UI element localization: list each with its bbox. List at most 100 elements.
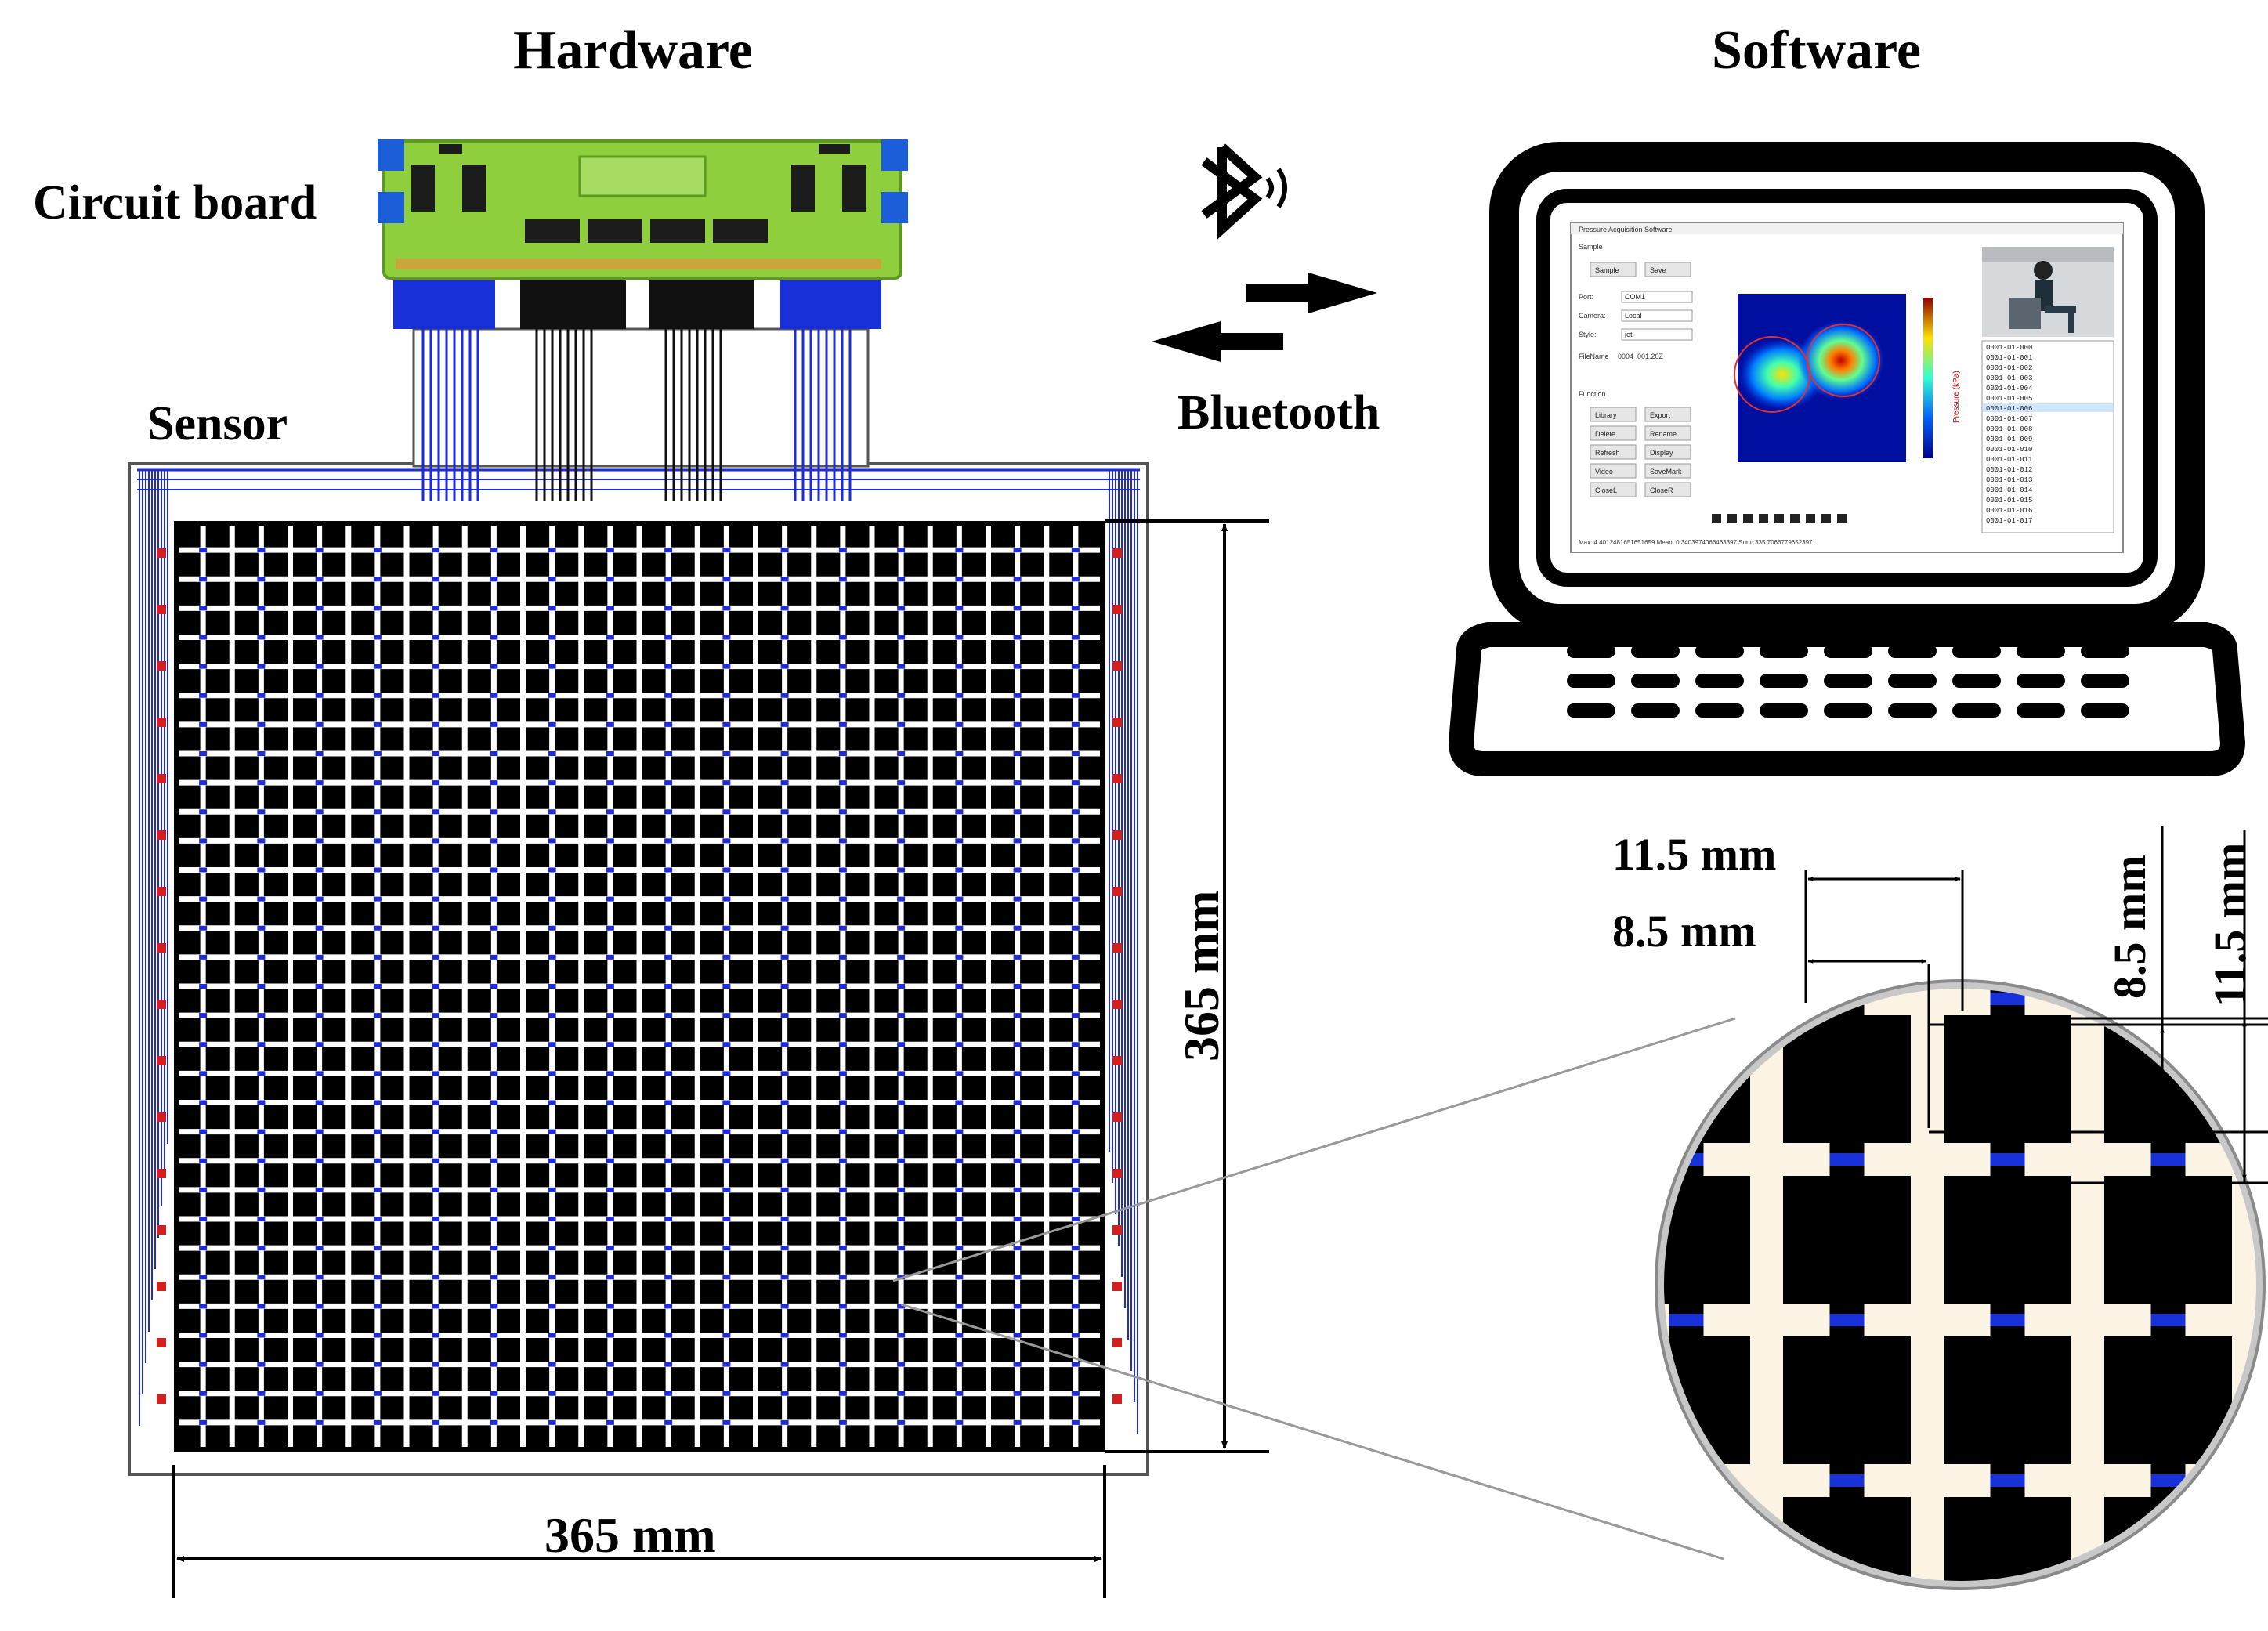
electrode-via (897, 954, 906, 960)
electrode-via (257, 693, 266, 698)
zoom-blue-via (2151, 832, 2186, 844)
pin-label-marker (1112, 661, 1122, 671)
electrode-via (548, 896, 556, 902)
zoom-gap (2150, 987, 2186, 1017)
software-button (1644, 262, 1691, 277)
electrode-via (664, 635, 673, 640)
electrode-via (838, 1013, 847, 1018)
electrode-via (548, 838, 556, 844)
electrode-via (955, 1013, 964, 1018)
zoom-row-electrode (1645, 1625, 2268, 1631)
electrode-via (722, 1304, 731, 1309)
electrode-via (838, 577, 847, 582)
keyboard-key (1567, 703, 1615, 718)
electrode-via (1071, 606, 1080, 611)
zoom-blue-via (1669, 1474, 1704, 1487)
electrode-via (838, 1158, 847, 1163)
electrode-via (432, 809, 440, 815)
electrode-via (199, 751, 208, 756)
terminal-left-bottom (378, 192, 404, 223)
electrode-via (257, 577, 266, 582)
electrode-via (1071, 780, 1080, 786)
electrode-via (548, 1187, 556, 1192)
electrode-via (315, 1042, 324, 1047)
keyboard-key (1695, 644, 1744, 658)
electrode-via (432, 984, 440, 989)
electrode-via (1071, 635, 1080, 640)
electrode-via (780, 925, 789, 931)
electrode-via (838, 1419, 847, 1425)
software-button (1644, 425, 1691, 441)
electrode-via (432, 1013, 440, 1018)
electrode-via (490, 780, 498, 786)
file-list-item: 0001-01-006 (1986, 405, 2032, 413)
electrode-via (373, 1419, 382, 1425)
keyboard-key (1760, 703, 1808, 718)
electrode-via (722, 867, 731, 873)
electrode-via (432, 721, 440, 727)
zoom-blue-via (2150, 1153, 2186, 1166)
electrode-via (838, 867, 847, 873)
electrode-via (606, 1246, 614, 1251)
zoom-blue-via (1509, 832, 1543, 844)
function-label: Function (1579, 390, 1606, 398)
electrode-via (722, 925, 731, 931)
electrode-via (1013, 1362, 1022, 1367)
zoom-blue-via (1990, 993, 2025, 1005)
electrode-via (606, 1187, 614, 1192)
electrode-via (838, 635, 847, 640)
electrode-via (490, 1217, 498, 1221)
electrode-via (664, 896, 673, 902)
keyboard-key (1631, 674, 1680, 688)
electrode-via (606, 780, 614, 786)
electrode-via (548, 693, 556, 698)
pin-label-marker (157, 718, 166, 727)
software-field-box (1621, 309, 1693, 322)
electrode-via (432, 577, 440, 582)
electrode-via (257, 1362, 266, 1367)
electrode-via (548, 664, 556, 669)
electrode-via (1071, 867, 1080, 873)
electrode-via (199, 1042, 208, 1047)
keyboard-key (1695, 674, 1744, 688)
electrode-via (373, 954, 382, 960)
electrode-via (664, 838, 673, 844)
electrode-via (490, 548, 498, 553)
electrode-via (490, 867, 498, 873)
electrode-via (722, 1187, 731, 1192)
zoom-gap (1509, 820, 1543, 856)
electrode-via (838, 751, 847, 756)
zoom-blue-via (1990, 1153, 2025, 1166)
software-field-box (1621, 328, 1693, 341)
tail-traces (421, 329, 852, 501)
keyboard-key (1824, 674, 1872, 688)
electrode-via (664, 954, 673, 960)
electrode-via (897, 751, 906, 756)
pin-label-marker (1112, 1338, 1122, 1347)
electrode-via (199, 925, 208, 931)
pin-label-marker (157, 605, 166, 614)
zoom-blue-via (1829, 1153, 1865, 1166)
electrode-via (1071, 1304, 1080, 1309)
electrode-via (1071, 548, 1080, 553)
keyboard-key (2017, 674, 2065, 688)
sensor (128, 327, 1149, 1476)
electrode-via (955, 1100, 964, 1105)
electrode-via (199, 896, 208, 902)
electrode-via (897, 1304, 906, 1309)
pin-label-marker (157, 1394, 166, 1404)
electrode-via (664, 984, 673, 989)
electrode-via (955, 1304, 964, 1309)
electrode-via (432, 1158, 440, 1163)
zoom-blue-via (1829, 1314, 1865, 1326)
electrode-via (838, 896, 847, 902)
file-list-item: 0001-01-000 (1986, 344, 2032, 352)
electrode-via (490, 635, 498, 640)
electrode-via (257, 1275, 266, 1280)
electrode-via (490, 606, 498, 611)
electrode-via (199, 721, 208, 727)
pin-label-marker (157, 1282, 166, 1291)
software-button (1590, 463, 1637, 479)
electrode-via (897, 1187, 906, 1192)
electrode-via (606, 809, 614, 815)
